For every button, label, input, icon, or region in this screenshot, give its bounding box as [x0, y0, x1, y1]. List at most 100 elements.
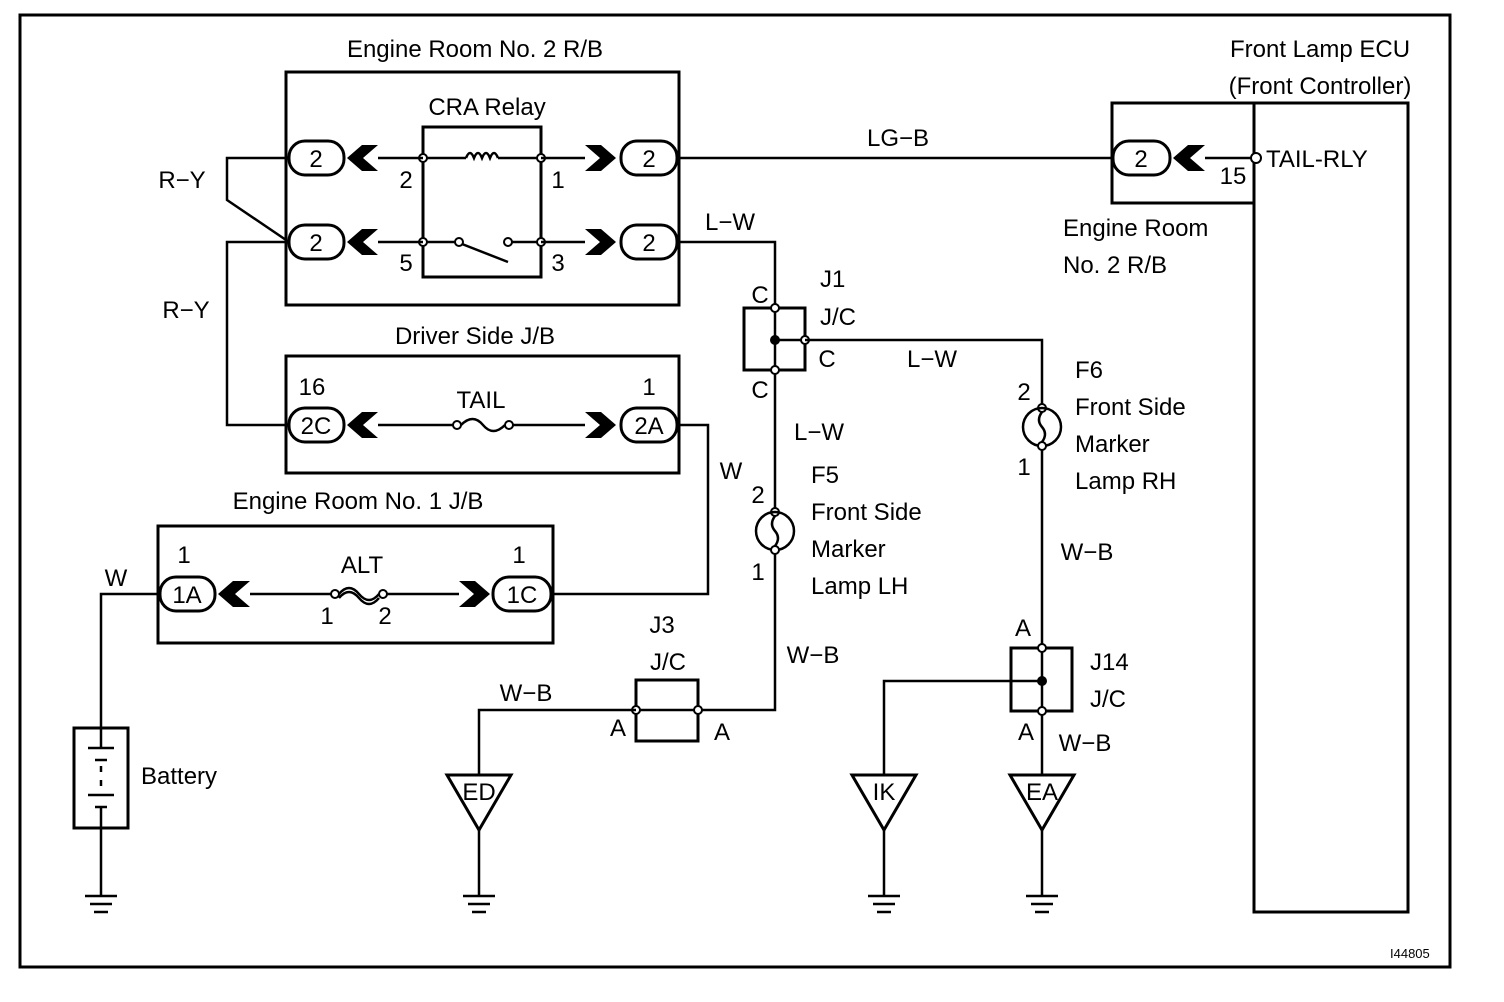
wire-r-y-2: [225, 240, 289, 427]
engine-room-no2-rb: Engine Room No. 2 R/B CRA Relay 2 1 5 3 …: [284, 36, 681, 307]
connector-arrow-icon: [585, 145, 616, 171]
j3-pin-right: A: [714, 719, 730, 746]
ground-ea: EA: [1007, 773, 1077, 914]
rb2-connector-left-top-label: 2: [309, 146, 322, 173]
er1-left-pin: 1: [177, 542, 190, 569]
relay-pin-3: 3: [551, 250, 564, 277]
f6-line2: Marker: [1075, 431, 1150, 458]
driver-side-jb: Driver Side J/B 16 2C TAIL 2A 1: [284, 323, 681, 475]
battery-label: Battery: [141, 763, 217, 790]
wire-label-w-b-4: W−B: [1059, 730, 1112, 757]
er1-left-connector-label: 1A: [172, 582, 201, 609]
relay-switch: [461, 242, 509, 264]
wire-label-w-b-2: W−B: [1061, 539, 1114, 566]
wire-label-r-y-1: R−Y: [158, 167, 205, 194]
driver-jb-fuse-label: TAIL: [457, 387, 506, 414]
connector-arrow-icon: [585, 412, 616, 438]
er1-fuse-pin-2: 2: [378, 603, 391, 630]
rb2-connector-right-bottom-label: 2: [642, 230, 655, 257]
wire-label-w-b-1: W−B: [787, 642, 840, 669]
er1-fuse-label: ALT: [341, 552, 384, 579]
diagram-frame: [18, 13, 1452, 969]
ground-ik: IK: [849, 773, 919, 914]
relay-coil: [464, 151, 500, 162]
wire-r-y-1: [225, 156, 290, 244]
wire-w-2: [553, 423, 710, 596]
lamp-f6: 2 1 F6 Front Side Marker Lamp RH: [1017, 357, 1185, 495]
j3-name: J3: [649, 612, 674, 639]
wire-w-1: [99, 592, 160, 728]
driver-jb-left-connector: [287, 406, 346, 444]
wire-l-w-2: [805, 338, 1044, 408]
driver-side-jb-box: [284, 354, 681, 475]
ecu-terminal: TAIL-RLY: [1266, 146, 1368, 173]
rb2-connector-left-bottom-label: 2: [309, 230, 322, 257]
engine-room-no2-rb-title: Engine Room No. 2 R/B: [347, 36, 603, 63]
f6-line1: Front Side: [1075, 394, 1186, 421]
lamp-f5: 2 1 F5 Front Side Marker Lamp LH: [751, 462, 921, 600]
f5-line1: Front Side: [811, 499, 922, 526]
ecu-connector-label: 2: [1134, 146, 1147, 173]
connector-arrow-icon: [347, 229, 378, 255]
er1-fuse-pin-1: 1: [320, 603, 333, 630]
ecu-pin: 15: [1220, 163, 1247, 190]
wire-w-b-f5: [698, 554, 777, 712]
cra-relay-title: CRA Relay: [428, 94, 545, 121]
ecu-title-line1: Front Lamp ECU: [1230, 36, 1410, 63]
wire-label-r-y-2: R−Y: [162, 297, 209, 324]
j1-type: J/C: [820, 304, 856, 331]
j14-pin-bottom: A: [1018, 719, 1034, 746]
ground-ed: ED: [444, 773, 514, 914]
wire-label-lg-b: LG−B: [867, 125, 929, 152]
wire-label-l-w-3: L−W: [794, 419, 844, 446]
fusible-link-icon: [338, 586, 380, 602]
driver-jb-left-pin: 16: [299, 374, 326, 401]
driver-side-jb-title: Driver Side J/B: [395, 323, 555, 350]
driver-jb-right-pin: 1: [642, 374, 655, 401]
j1-name: J1: [820, 266, 845, 293]
connector-arrow-icon: [459, 581, 490, 607]
f5-code: F5: [811, 462, 839, 489]
engine-room-no1-jb: Engine Room No. 1 J/B 1 1A ALT 1 2 1C 1: [156, 488, 555, 645]
figure-id: I44805: [1390, 946, 1430, 961]
ecu-connector-caption-line2: No. 2 R/B: [1063, 252, 1167, 279]
engine-room-no2-rb-box: [284, 70, 681, 307]
ground-ik-label: IK: [873, 779, 896, 806]
f6-pin-top: 2: [1017, 379, 1030, 406]
connector-arrow-icon: [218, 581, 250, 607]
junction-j14: J14 J/C A A: [1009, 615, 1129, 746]
fuse-icon: [460, 417, 506, 433]
j3-pin-left: A: [610, 715, 626, 742]
junction-j1: J1 J/C C C C: [742, 266, 856, 404]
ecu-connector-caption-line1: Engine Room: [1063, 215, 1208, 242]
connector-arrow-icon: [585, 229, 616, 255]
wire-label-w-2: W: [720, 458, 743, 485]
connector-arrow-icon: [1173, 145, 1205, 171]
j14-type: J/C: [1090, 686, 1126, 713]
wire-label-w-1: W: [105, 565, 128, 592]
wire-label-l-w-1: L−W: [705, 209, 755, 236]
ecu-title-line2: (Front Controller): [1229, 73, 1412, 100]
j1-pin-top: C: [751, 282, 768, 309]
rb2-connector-right-top-label: 2: [642, 146, 655, 173]
wire-label-l-w-2: L−W: [907, 346, 957, 373]
ground-ed-label: ED: [462, 779, 495, 806]
battery: Battery: [72, 726, 217, 914]
f5-pin-top: 2: [751, 482, 764, 509]
f6-code: F6: [1075, 357, 1103, 384]
ecu-box: [1252, 101, 1410, 914]
cra-relay-box: [421, 125, 543, 279]
wire-j14-to-ik: [882, 679, 1042, 775]
j14-name: J14: [1090, 649, 1129, 676]
ground-ea-label: EA: [1026, 779, 1058, 806]
connector-arrow-icon: [347, 412, 378, 438]
relay-pin-1: 1: [551, 167, 564, 194]
er1-right-connector-label: 1C: [507, 582, 538, 609]
er1-right-connector: [491, 575, 553, 613]
front-lamp-ecu: Front Lamp ECU (Front Controller) 2 TAIL…: [1063, 36, 1412, 914]
wire-label-w-b-3: W−B: [500, 680, 553, 707]
j14-pin-top: A: [1015, 615, 1031, 642]
junction-j3: J3 J/C A A: [610, 612, 730, 746]
j1-pin-right: C: [818, 346, 835, 373]
